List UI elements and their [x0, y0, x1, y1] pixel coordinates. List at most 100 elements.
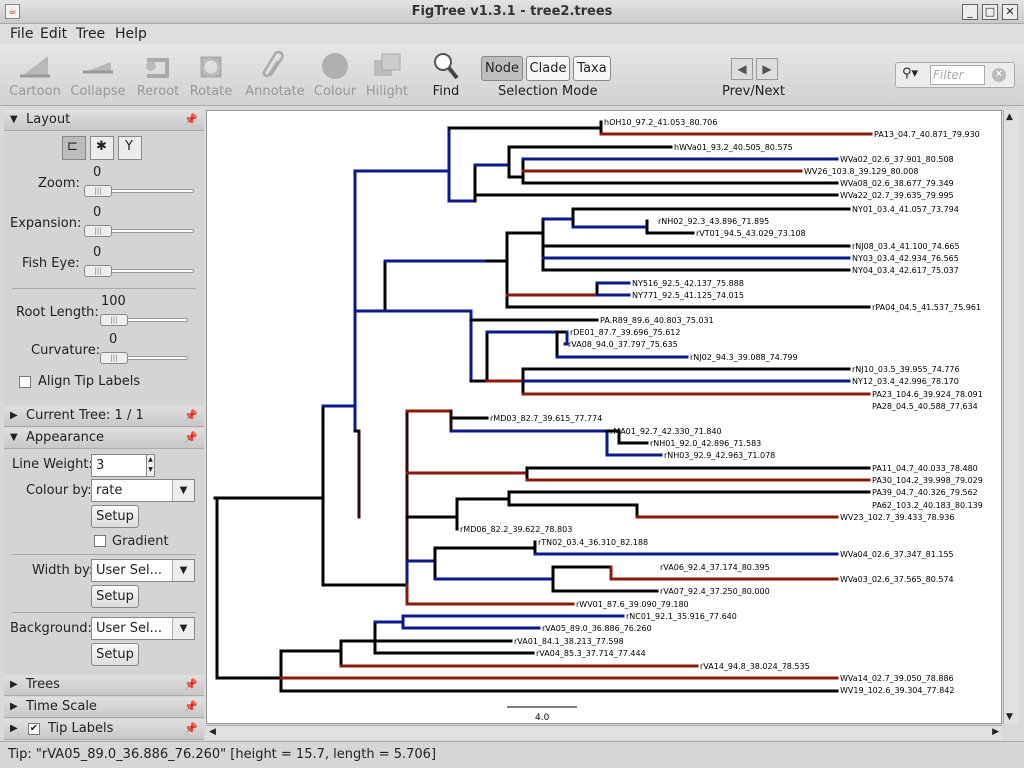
filter-input[interactable]: Filter	[930, 65, 985, 85]
colour-button[interactable]: Colour	[312, 48, 358, 99]
menu-help[interactable]: Help	[115, 26, 147, 42]
tip-label[interactable]: PA13_04.7_40.871_79.930	[874, 130, 980, 139]
tip-label[interactable]: hWVa01_93.2_40.505_80.575	[674, 143, 793, 152]
tip-label[interactable]: rMD06_82.2_39.622_78.803	[460, 525, 572, 534]
tip-label[interactable]: rVA14_94.8_38.024_78.535	[700, 662, 810, 671]
tip-label[interactable]: PA23_104.6_39.924_78.091	[872, 390, 983, 399]
pin-icon[interactable]: 📌	[184, 113, 198, 126]
width-setup-button[interactable]: Setup	[91, 585, 139, 608]
fisheye-slider[interactable]: |||	[84, 265, 194, 277]
tip-label[interactable]: rTN02_03.4_36.310_82.188	[538, 538, 648, 547]
appearance-section-header[interactable]: ▼Appearance📌	[4, 428, 204, 449]
tip-label[interactable]: NY01_03.4_41.057_73.794	[852, 205, 959, 214]
search-icon[interactable]: ⚲▾	[902, 66, 919, 81]
background-select[interactable]: User Sel...▼	[91, 617, 195, 640]
tip-label[interactable]: rNC01_92.1_35.916_77.640	[626, 612, 737, 621]
cartoon-button[interactable]: Cartoon	[8, 48, 62, 99]
tip-label[interactable]: PA39_04.7_40.326_79.562	[872, 488, 978, 497]
scroll-left-icon[interactable]: ◀	[209, 727, 216, 737]
tip-label[interactable]: rPA04_04.5_41.537_75.961	[872, 303, 981, 312]
tip-label[interactable]: WV26_103.8_39.129_80.008	[804, 167, 918, 176]
tip-label[interactable]: NY771_92.5_41.125_74.015	[632, 291, 744, 300]
tip-label[interactable]: WVa03_02.6_37.565_80.574	[840, 575, 954, 584]
hilight-button[interactable]: Hilight	[364, 48, 410, 99]
tip-label[interactable]: rVA08_94.0_37.797_75.635	[568, 340, 678, 349]
close-button[interactable]: ✕	[1002, 4, 1018, 20]
expansion-slider[interactable]: |||	[84, 225, 194, 237]
next-button[interactable]: ▶	[756, 58, 778, 80]
layout-section-header[interactable]: ▼Layout📌	[4, 110, 204, 131]
node-mode-button[interactable]: Node	[481, 56, 523, 81]
tip-label[interactable]: PA.R89_89.6_40.803_75.031	[600, 316, 714, 325]
clear-filter-icon[interactable]: ✕	[992, 68, 1006, 82]
tip-label[interactable]: PA30_104.2_39.998_79.029	[872, 476, 983, 485]
annotate-button[interactable]: Annotate	[244, 48, 306, 99]
polar-layout-button[interactable]: ✱	[90, 136, 114, 160]
pin-icon[interactable]: 📌	[184, 700, 198, 713]
rotate-button[interactable]: Rotate	[186, 48, 236, 99]
horizontal-scrollbar[interactable]: ◀ ▶	[206, 725, 1002, 740]
tip-label[interactable]: rDE01_87.7_39.696_75.612	[570, 328, 680, 337]
tip-label[interactable]: WVa14_02.7_39.050_78.886	[840, 674, 954, 683]
find-button[interactable]: Find	[424, 48, 468, 99]
slider-knob[interactable]: |||	[84, 265, 112, 277]
tip-label[interactable]: rMD03_82.7_39.615_77.774	[490, 414, 602, 423]
tip-label[interactable]: rNH02_92.3_43.896_71.895	[658, 217, 769, 226]
lineweight-spinner[interactable]: 3	[91, 454, 147, 477]
tip-label[interactable]: rWV01_87.6_39.090_79.180	[576, 600, 689, 609]
tip-label[interactable]: rNJ08_03.4_41.100_74.665	[852, 242, 960, 251]
slider-knob[interactable]: |||	[84, 225, 112, 237]
colourby-select[interactable]: rate▼	[91, 479, 195, 502]
phylogeny-tree[interactable]: hOH10_97.2_41.053_80.706PA13_04.7_40.871…	[207, 111, 1001, 723]
maximize-button[interactable]: □	[982, 4, 998, 20]
widthby-select[interactable]: User Sel...▼	[91, 559, 195, 582]
collapse-button[interactable]: Collapse	[70, 48, 126, 99]
minimize-button[interactable]: _	[962, 4, 978, 20]
tip-label[interactable]: rVA05_89.0_36.886_76.260	[542, 624, 652, 633]
tip-label[interactable]: NY04_03.4_42.617_75.037	[852, 266, 959, 275]
background-setup-button[interactable]: Setup	[91, 643, 139, 666]
clade-mode-button[interactable]: Clade	[526, 56, 570, 81]
radial-layout-button[interactable]: Y	[118, 136, 142, 160]
tip-label[interactable]: rVA06_92.4_37.174_80.395	[660, 563, 770, 572]
scroll-up-icon[interactable]: ▲	[1006, 112, 1013, 122]
spinner-arrows-icon[interactable]: ▲▼	[146, 454, 155, 477]
slider-knob[interactable]: |||	[100, 352, 128, 364]
rectangular-layout-button[interactable]: ⊏	[62, 136, 86, 160]
pin-icon[interactable]: 📌	[184, 722, 198, 735]
menu-tree[interactable]: Tree	[76, 26, 106, 42]
tip-label[interactable]: hOH10_97.2_41.053_80.706	[604, 118, 717, 127]
current-tree-section-header[interactable]: ▶Current Tree: 1 / 1📌	[4, 406, 204, 427]
taxa-mode-button[interactable]: Taxa	[573, 56, 611, 81]
tip-label[interactable]: PA62_103.2_40.183_80.139	[872, 501, 983, 510]
tip-label[interactable]: WVa04_02.6_37.347_81.155	[840, 550, 954, 559]
tip-label[interactable]: rNH01_92.0_42.896_71.583	[650, 439, 761, 448]
align-tip-labels-checkbox[interactable]	[19, 376, 31, 388]
curvature-slider[interactable]: |||	[100, 352, 188, 364]
tip-label[interactable]: rMA01_92.7_42.330_71.840	[610, 427, 722, 436]
vertical-scrollbar[interactable]: ▲ ▼	[1003, 110, 1019, 724]
rootlength-slider[interactable]: |||	[100, 314, 188, 326]
slider-knob[interactable]: |||	[84, 185, 112, 197]
tip-label[interactable]: rVT01_94.5_43.029_73.108	[696, 229, 806, 238]
scroll-right-icon[interactable]: ▶	[992, 727, 999, 737]
tip-label[interactable]: rNJ02_94.3_39.088_74.799	[690, 353, 798, 362]
tip-label[interactable]: WV23_102.7_39.433_78.936	[840, 513, 954, 522]
pin-icon[interactable]: 📌	[184, 431, 198, 444]
reroot-button[interactable]: Reroot	[134, 48, 182, 99]
timescale-section-header[interactable]: ▶Time Scale📌	[4, 697, 204, 718]
tiplabels-checkbox[interactable]: ✔	[28, 723, 40, 735]
tip-label[interactable]: WVa02_02.6_37.901_80.508	[840, 155, 954, 164]
tip-label[interactable]: rNH03_92.9_42.963_71.078	[664, 451, 775, 460]
tip-label[interactable]: NY516_92.5_42.137_75.888	[632, 279, 744, 288]
tip-label[interactable]: WVa08_02.6_38.677_79.349	[840, 179, 954, 188]
scroll-down-icon[interactable]: ▼	[1006, 712, 1013, 722]
pin-icon[interactable]: 📌	[184, 678, 198, 691]
zoom-slider[interactable]: |||	[84, 185, 194, 197]
tip-label[interactable]: NY12_03.4_42.996_78.170	[852, 377, 959, 386]
tip-label[interactable]: rVA04_85.3_37.714_77.444	[536, 649, 646, 658]
menu-edit[interactable]: Edit	[40, 26, 68, 42]
menu-file[interactable]: File	[10, 26, 34, 42]
tiplabels-section-header[interactable]: ▶✔Tip Labels📌	[4, 719, 204, 740]
